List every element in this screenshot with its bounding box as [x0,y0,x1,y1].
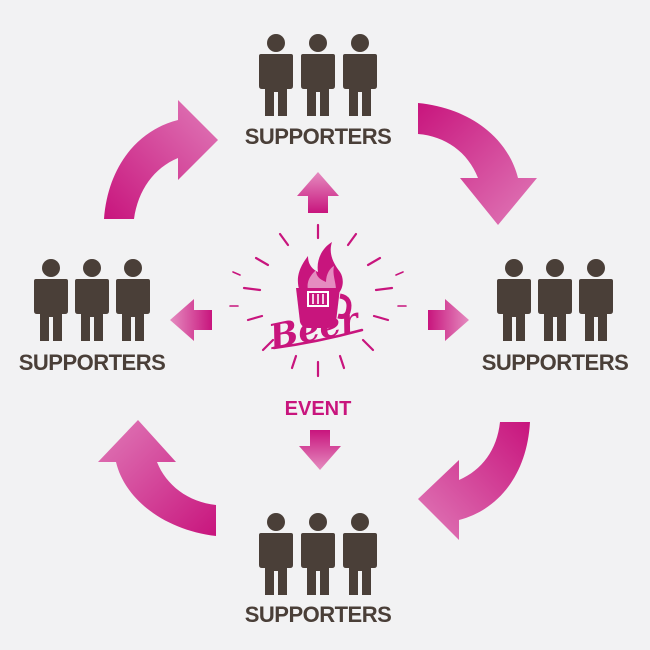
people-group-icon [34,259,150,341]
group-label-left: SUPPORTERS [19,350,166,375]
curved-arrow-bottom-left-icon [98,420,216,536]
group-label-bottom: SUPPORTERS [245,602,392,627]
right-arrow-icon [428,299,469,341]
down-arrow-icon [299,430,341,470]
event-label: EVENT [285,398,352,420]
logo-text: Beer [265,300,364,358]
curved-arrow-top-right-icon [418,103,537,225]
group-label-top: SUPPORTERS [245,124,392,149]
group-label-right: SUPPORTERS [482,350,629,375]
curved-arrow-top-left-icon [104,100,218,219]
people-group-icon [259,34,377,116]
people-group-icon [259,513,377,595]
supporters-group-right: SUPPORTERS [482,259,629,375]
supporters-group-left: SUPPORTERS [19,259,166,375]
people-group-icon [497,259,613,341]
left-arrow-icon [170,299,212,341]
supporters-group-bottom: SUPPORTERS [245,513,392,627]
up-arrow-icon [297,172,339,213]
supporters-group-top: SUPPORTERS [245,34,392,149]
beer-flame-logo-icon: Beer [229,223,407,378]
curved-arrow-bottom-right-icon [418,422,530,540]
